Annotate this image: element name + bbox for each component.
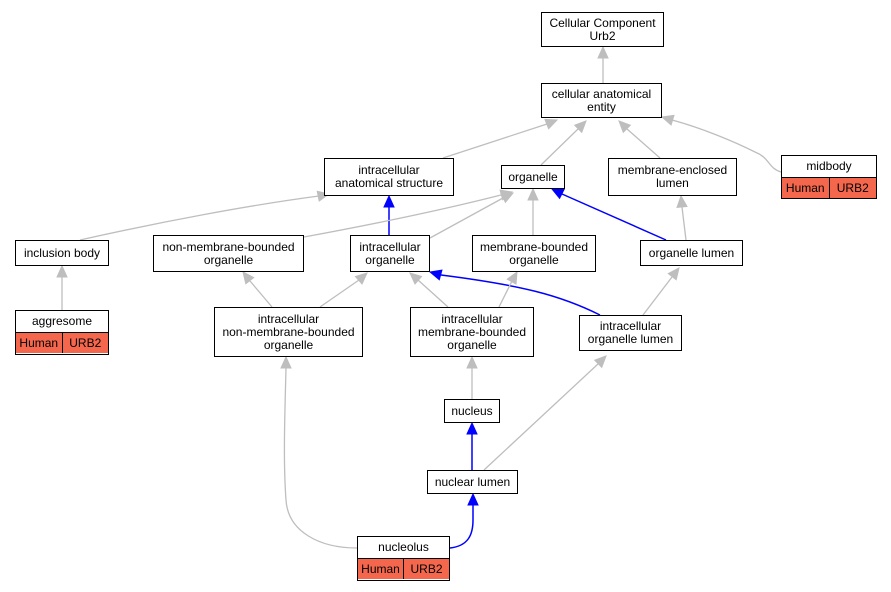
edge-organelle-to-cae: [540, 120, 587, 166]
node-membrane-enclosed-lumen[interactable]: membrane-enclosed lumen: [608, 158, 737, 196]
nucleolus-label: nucleolus: [358, 537, 449, 559]
node-organelle-lumen[interactable]: organelle lumen: [640, 240, 743, 266]
nucleolus-species-badge: Human: [358, 559, 403, 579]
edge-nl-to-nucleus: [466, 421, 478, 470]
edge-midbody-to-cae: [660, 114, 782, 173]
edge-iol-to-ol: [642, 267, 680, 316]
edge-aggresome-to-inclusion: [56, 264, 68, 310]
node-non-membrane-bounded-organelle[interactable]: non-membrane-bounded organelle: [153, 235, 304, 272]
edge-io-to-ias: [383, 194, 395, 235]
node-nuclear-lumen[interactable]: nuclear lumen: [427, 470, 518, 494]
midbody-label: midbody: [782, 156, 876, 178]
aggresome-species-badge: Human: [16, 333, 62, 353]
edge-iol-to-io: [428, 269, 601, 316]
node-organelle[interactable]: organelle: [501, 165, 565, 189]
edge-nucleolus-to-inmbo: [280, 355, 358, 549]
edge-nucleus-to-imbo: [466, 355, 478, 399]
edge-nmbo-to-organelle: [303, 189, 514, 238]
aggresome-label: aggresome: [16, 311, 108, 333]
edge-io-to-organelle: [429, 192, 515, 239]
node-cellular-component-urb2[interactable]: Cellular Component Urb2: [541, 12, 664, 47]
midbody-gene-badge: URB2: [828, 178, 876, 198]
edge-cae-to-root: [597, 45, 609, 83]
edge-mbo-to-organelle: [527, 187, 539, 235]
edge-nucleolus-to-nl: [449, 492, 479, 549]
node-intracellular-anatomical-structure[interactable]: intracellular anatomical structure: [324, 158, 454, 196]
node-nucleus[interactable]: nucleus: [444, 399, 500, 423]
edge-imbo-to-io: [409, 272, 449, 308]
edge-ias-to-cae: [442, 118, 559, 159]
edge-inclusion-to-ias: [79, 190, 331, 241]
nucleolus-gene-badge: URB2: [403, 559, 449, 579]
node-intracellular-non-membrane-bounded-organelle[interactable]: intracellular non-membrane-bounded organ…: [214, 307, 363, 357]
edge-mel-to-cae: [618, 120, 661, 159]
edge-ol-to-organelle: [550, 188, 667, 241]
node-midbody[interactable]: midbody Human URB2: [781, 155, 877, 199]
edge-nl-to-iol: [483, 355, 607, 471]
node-intracellular-membrane-bounded-organelle[interactable]: intracellular membrane-bounded organelle: [410, 307, 534, 357]
edge-ol-to-mel: [676, 194, 688, 241]
node-cellular-anatomical-entity[interactable]: cellular anatomical entity: [541, 83, 662, 118]
node-aggresome[interactable]: aggresome Human URB2: [15, 310, 109, 355]
node-membrane-bounded-organelle[interactable]: membrane-bounded organelle: [472, 235, 596, 272]
midbody-species-badge: Human: [782, 178, 829, 198]
edge-imbo-to-mbo: [498, 270, 518, 308]
node-intracellular-organelle[interactable]: intracellular organelle: [350, 235, 430, 272]
edge-inmbo-to-io: [319, 272, 368, 308]
node-inclusion-body[interactable]: inclusion body: [15, 240, 109, 266]
edge-inmbo-to-nmbo: [242, 271, 273, 308]
node-intracellular-organelle-lumen[interactable]: intracellular organelle lumen: [579, 315, 682, 351]
aggresome-gene-badge: URB2: [61, 333, 108, 353]
node-nucleolus[interactable]: nucleolus Human URB2: [357, 536, 450, 581]
